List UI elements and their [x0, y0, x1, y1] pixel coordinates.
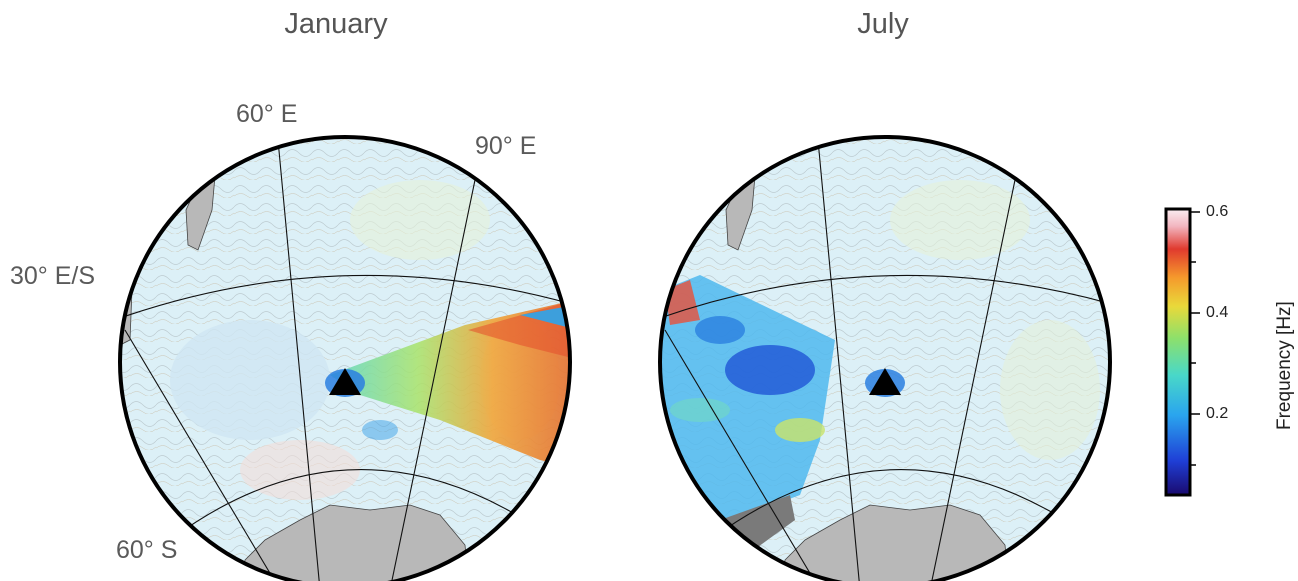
- station-marker-january: [329, 368, 361, 395]
- colorbar-tick: 0.2: [1206, 405, 1229, 422]
- panel-title-july: July: [857, 8, 909, 40]
- lat-label-60s: 60° S: [116, 536, 178, 564]
- station-marker-july: [869, 368, 901, 395]
- colorbar-tick: 0.6: [1206, 203, 1229, 220]
- map-frame-january: [118, 135, 572, 581]
- map-july: [660, 137, 1110, 581]
- colorbar-label: Frequency [Hz]: [1274, 301, 1295, 430]
- panel-title-january: January: [284, 8, 388, 40]
- lon-label-90e: 90° E: [475, 132, 537, 160]
- lon-label-60e: 60° E: [236, 100, 298, 128]
- lat-label-30: 30° E/S: [10, 262, 96, 290]
- map-frame-july: [658, 135, 1112, 581]
- colorbar: [1164, 207, 1200, 497]
- graticule-july: [660, 139, 1110, 581]
- colorbar-tick: 0.4: [1206, 304, 1229, 321]
- graticule-january: [120, 139, 570, 581]
